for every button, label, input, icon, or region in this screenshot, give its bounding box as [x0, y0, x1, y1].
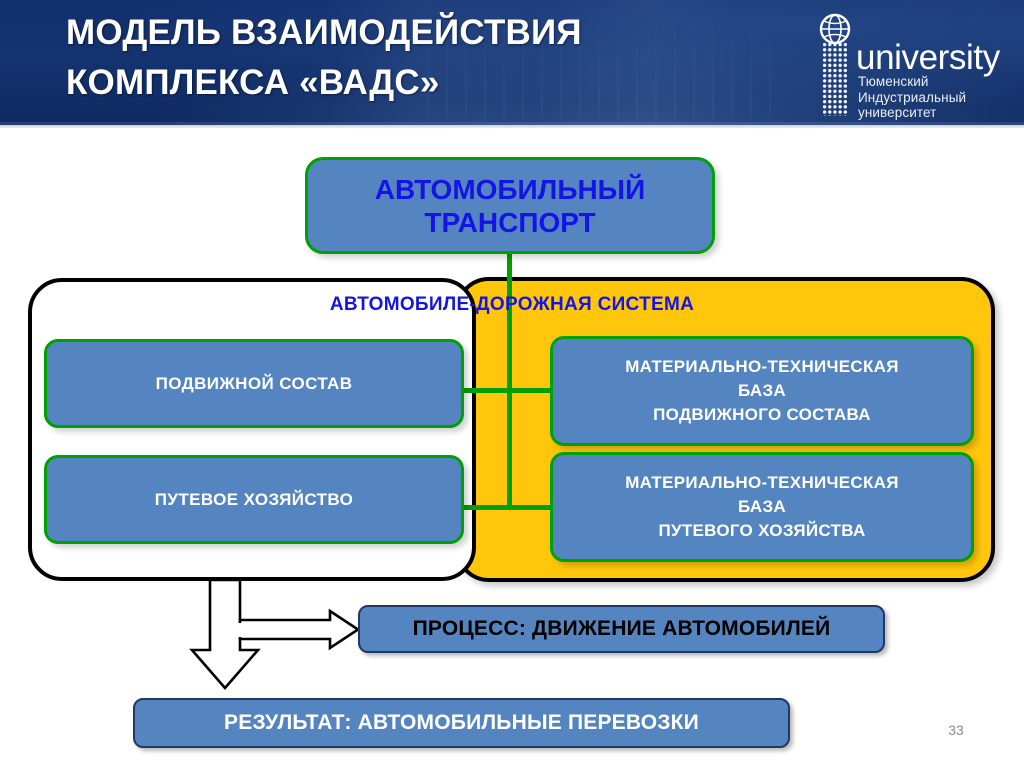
arrow-group — [189, 578, 361, 690]
header-underline — [0, 125, 1024, 128]
box-rolling-stock[interactable]: ПОДВИЖНОЙ СОСТАВ — [44, 339, 464, 428]
box-process[interactable]: ПРОЦЕСС: ДВИЖЕНИЕ АВТОМОБИЛЕЙ — [358, 605, 885, 653]
page-title: МОДЕЛЬ ВЗАИМОДЕЙСТВИЯ КОМПЛЕКСА «ВАДС» — [66, 13, 582, 102]
system-label: АВТОМОБИЛЕ-ДОРОЖНАЯ СИСТЕМА — [329, 294, 695, 315]
connector-horizontal-bottom — [455, 505, 565, 510]
right-block-arrow-icon — [238, 608, 361, 651]
page-number: 33 — [948, 722, 964, 738]
connector-vertical — [507, 250, 512, 510]
box-track-facilities[interactable]: ПУТЕВОЕ ХОЗЯЙСТВО — [44, 455, 464, 544]
connector-horizontal-top — [455, 388, 565, 393]
logo-wordmark: university — [856, 38, 1000, 77]
box-automobile-transport[interactable]: АВТОМОБИЛЬНЫЙ ТРАНСПОРТ — [305, 157, 715, 254]
university-logo: university Тюменский Индустриальный унив… — [808, 10, 1018, 120]
dotted-i-icon — [822, 42, 848, 116]
box-material-technical-base-rolling-stock[interactable]: МАТЕРИАЛЬНО-ТЕХНИЧЕСКАЯ БАЗА ПОДВИЖНОГО … — [550, 336, 974, 446]
down-block-arrow-icon — [189, 578, 261, 690]
globe-icon — [819, 13, 851, 45]
box-material-technical-base-track-facilities[interactable]: МАТЕРИАЛЬНО-ТЕХНИЧЕСКАЯ БАЗА ПУТЕВОГО ХО… — [550, 452, 974, 562]
box-result[interactable]: РЕЗУЛЬТАТ: АВТОМОБИЛЬНЫЕ ПЕРЕВОЗКИ — [133, 698, 790, 748]
logo-subtitle: Тюменский Индустриальный университет — [858, 74, 967, 120]
